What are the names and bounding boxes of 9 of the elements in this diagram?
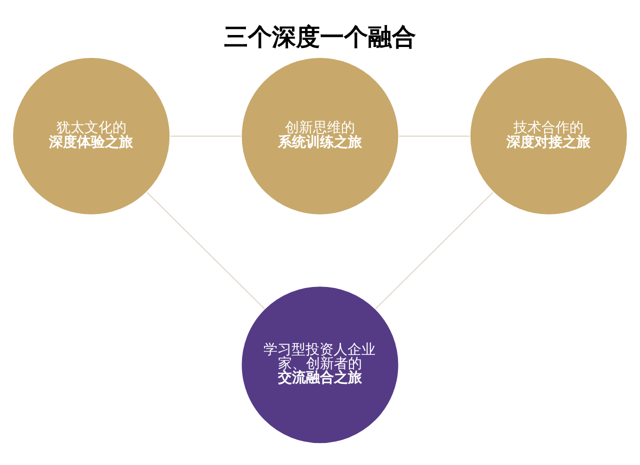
connector: [399, 135, 470, 136]
connector: [170, 135, 242, 136]
connector: [146, 191, 265, 309]
diagram-title: 三个深度一个融合: [224, 22, 416, 50]
connector: [375, 191, 494, 309]
node-circle: 犹太文化的 深度体验之旅: [12, 56, 171, 215]
node-circle: 技术合作的 深度对接之旅: [469, 56, 628, 215]
node-circle: 学习型投资人企业家、创新者的 交流融合之旅: [240, 285, 400, 444]
node-circle: 创新思维的 系统训练之旅: [240, 56, 400, 215]
